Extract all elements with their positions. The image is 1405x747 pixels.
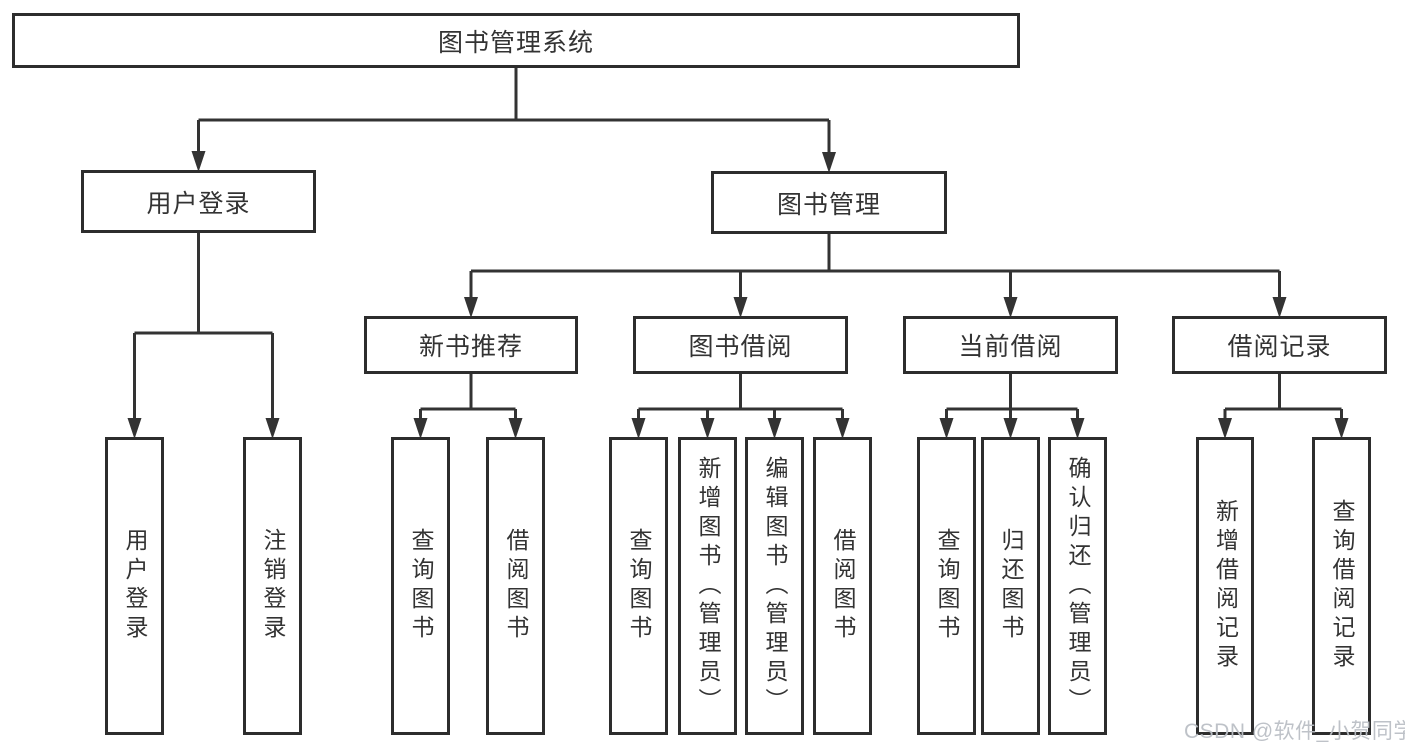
leaf-query-books-current-label: 查询图书 xyxy=(934,528,960,644)
leaf-borrow-book: 借阅图书 xyxy=(813,437,872,735)
leaf-edit-book-admin: 编辑图书（管理员） xyxy=(745,437,804,735)
leaf-borrow-books-recommend-label: 借阅图书 xyxy=(503,528,529,644)
leaf-confirm-return-admin: 确认归还（管理员） xyxy=(1048,437,1107,735)
leaf-user-login: 用户登录 xyxy=(105,437,164,735)
node-book-borrowing: 图书借阅 xyxy=(633,316,848,374)
leaf-add-borrow-record-label: 新增借阅记录 xyxy=(1212,499,1239,673)
leaf-return-book: 归还图书 xyxy=(981,437,1040,735)
leaf-confirm-return-admin-label: 确认归还（管理员） xyxy=(1065,455,1091,717)
leaf-borrow-book-label: 借阅图书 xyxy=(830,528,856,644)
node-borrow-records: 借阅记录 xyxy=(1172,316,1387,374)
leaf-query-borrow-record-label: 查询借阅记录 xyxy=(1329,499,1355,673)
node-current-borrowing: 当前借阅 xyxy=(903,316,1118,374)
leaf-add-book-admin-label: 新增图书（管理员） xyxy=(695,455,721,717)
node-current-borrowing-label: 当前借阅 xyxy=(958,333,1063,361)
node-book-borrowing-label: 图书借阅 xyxy=(688,333,793,361)
node-root: 图书管理系统 xyxy=(12,13,1020,68)
node-user-login-label: 用户登录 xyxy=(146,189,251,218)
csdn-watermark: CSDN @软件_小贺同学 xyxy=(1184,720,1405,743)
leaf-user-login-label: 用户登录 xyxy=(122,528,148,644)
leaf-query-borrow-record: 查询借阅记录 xyxy=(1312,437,1371,735)
leaf-logout: 注销登录 xyxy=(243,437,302,735)
leaf-return-book-label: 归还图书 xyxy=(998,528,1024,644)
node-book-management: 图书管理 xyxy=(711,171,947,234)
leaf-query-books-borrowing-label: 查询图书 xyxy=(626,528,652,644)
node-book-management-label: 图书管理 xyxy=(776,190,881,219)
node-new-book-recommend-label: 新书推荐 xyxy=(418,333,523,361)
leaf-borrow-books-recommend: 借阅图书 xyxy=(486,437,545,735)
leaf-add-borrow-record: 新增借阅记录 xyxy=(1196,437,1254,735)
leaf-add-book-admin: 新增图书（管理员） xyxy=(678,437,737,735)
leaf-query-books-recommend-label: 查询图书 xyxy=(408,528,434,644)
leaf-query-books-current: 查询图书 xyxy=(917,437,976,735)
node-borrow-records-label: 借阅记录 xyxy=(1227,333,1332,361)
node-new-book-recommend: 新书推荐 xyxy=(364,316,578,374)
node-root-label: 图书管理系统 xyxy=(437,28,594,57)
node-user-login: 用户登录 xyxy=(81,170,316,233)
leaf-edit-book-admin-label: 编辑图书（管理员） xyxy=(762,455,788,717)
leaf-logout-label: 注销登录 xyxy=(260,528,286,644)
leaf-query-books-borrowing: 查询图书 xyxy=(609,437,668,735)
leaf-query-books-recommend: 查询图书 xyxy=(391,437,450,735)
